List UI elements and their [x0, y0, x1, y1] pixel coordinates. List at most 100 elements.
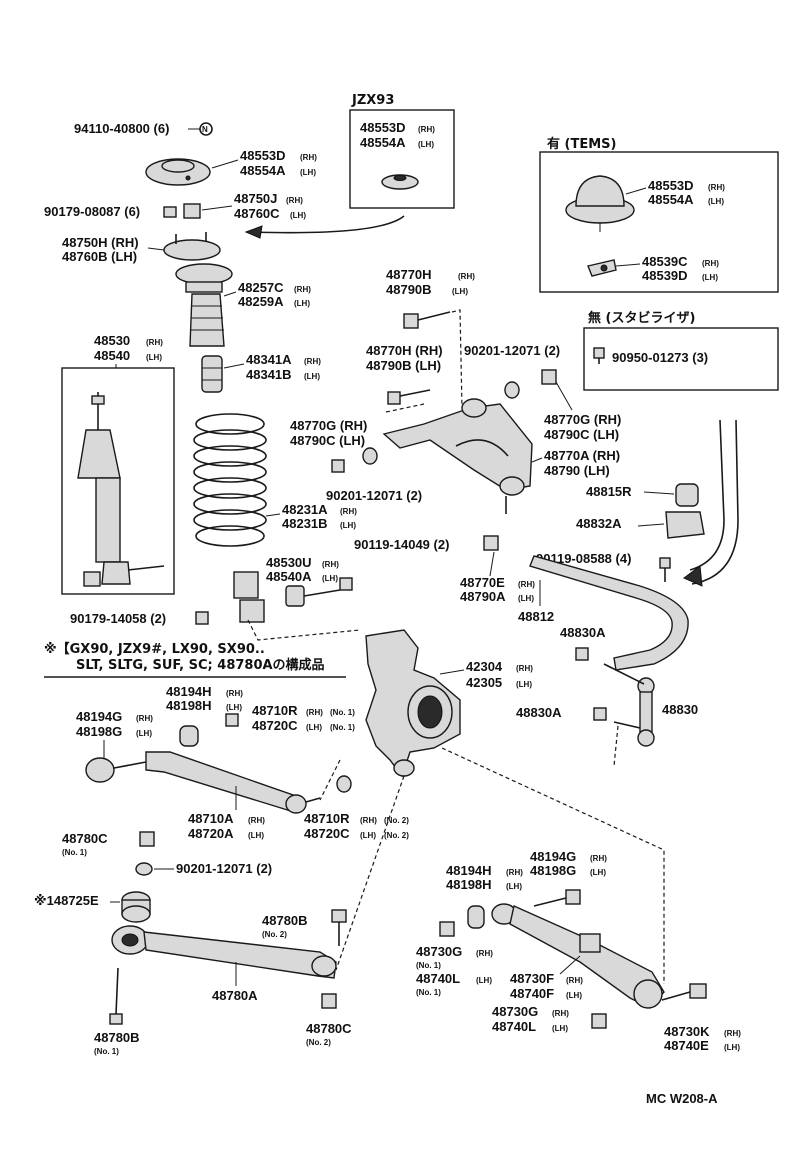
nut-48770G-a	[331, 459, 345, 473]
stabilizer-bushing	[675, 483, 699, 507]
label-90950-01273: 90950-01273 (3)	[612, 350, 708, 365]
label-48830A-b: 48830A	[516, 705, 562, 720]
tems-48539D-side: (LH)	[702, 273, 718, 282]
label-48725E: ※148725E	[34, 893, 99, 908]
label-48530-side: (RH)	[146, 338, 163, 347]
label-48780C-b-no: (No. 2)	[306, 1038, 331, 1047]
washer-90201-c	[135, 862, 153, 876]
label-48740L-a: 48740L	[416, 971, 460, 986]
label-42305: 42305	[466, 675, 502, 690]
upper-arm-bolt-1-dash	[451, 309, 463, 409]
label-48780B-b: 48780B	[94, 1030, 140, 1045]
label-48720C-a-no: (No. 1)	[330, 723, 355, 732]
svg-text:N: N	[202, 125, 208, 134]
tems-48554A-side: (LH)	[708, 197, 724, 206]
label-48750J-side: (RH)	[286, 196, 303, 205]
label-48730F-side: (RH)	[566, 976, 583, 985]
label-48257C-side: (RH)	[294, 285, 311, 294]
tems-48554A: 48554A	[648, 192, 694, 207]
nut-48830A-b	[593, 707, 607, 721]
label-48815R: 48815R	[586, 484, 632, 499]
tems-bracket	[587, 259, 617, 277]
bump-stopper	[201, 355, 223, 393]
label-48730G-b: 48730G	[492, 1004, 538, 1019]
label-48540-side: (LH)	[146, 353, 162, 362]
label-48770E: 48770E	[460, 575, 505, 590]
label-48198H-a-side: (LH)	[226, 703, 242, 712]
bolt-48780B-b	[109, 967, 123, 1025]
lower-arm-48780A	[111, 925, 337, 979]
label-48194G-a: 48194G	[76, 709, 122, 724]
label-48710R-b: 48710R	[304, 811, 350, 826]
label-48730G-a: 48730G	[416, 944, 462, 959]
coil-spring	[193, 413, 267, 547]
label-48740E: 48740E	[664, 1038, 709, 1053]
shock-absorber	[77, 392, 165, 587]
steering-knuckle	[365, 629, 461, 778]
label-48770H-b: 48770H (RH)	[366, 343, 443, 358]
label-48780B-a: 48780B	[262, 913, 308, 928]
label-48720C-b: 48720C	[304, 826, 350, 841]
label-48812: 48812	[518, 609, 554, 624]
bolt-48730K	[661, 983, 707, 1001]
label-48780B-b-no: (No. 1)	[94, 1047, 119, 1056]
label-48740L-b: 48740L	[492, 1019, 536, 1034]
nut-48730G-b	[591, 1013, 607, 1029]
tems-box	[539, 151, 779, 293]
label-48830: 48830	[662, 702, 698, 717]
label-48553D: 48553D	[240, 148, 286, 163]
label-48760B: 48760B (LH)	[62, 249, 137, 264]
lower-arm-48730F	[491, 903, 665, 1009]
diagram-code: MC W208-A	[646, 1091, 718, 1106]
nut-48770G-b	[541, 369, 557, 385]
label-48198G-b: 48198G	[530, 863, 576, 878]
strut-lower-bolt	[285, 577, 353, 607]
label-48750H: 48750H (RH)	[62, 235, 139, 250]
label-90179-08087: 90179-08087 (6)	[44, 204, 140, 219]
label-48231B: 48231B	[282, 516, 328, 531]
shock-absorber-box	[61, 367, 175, 595]
label-48198G-a: 48198G	[76, 724, 122, 739]
dust-boot	[189, 293, 225, 347]
tems-title: 有 (TEMS)	[547, 136, 616, 152]
label-48720A-side: (LH)	[248, 831, 264, 840]
label-48259A-side: (LH)	[294, 299, 310, 308]
label-42304: 42304	[466, 659, 503, 674]
label-48780C-a: 48780C	[62, 831, 108, 846]
label-48832A: 48832A	[576, 516, 622, 531]
bound-stopper-cap	[183, 203, 201, 219]
label-48231B-side: (LH)	[340, 521, 356, 530]
label-90119-14049: 90119-14049 (2)	[354, 537, 449, 552]
label-48780A: 48780A	[212, 988, 258, 1003]
label-48231A-side: (RH)	[340, 507, 357, 516]
label-48554A-side: (LH)	[300, 168, 316, 177]
no-stabilizer-bolt	[593, 347, 605, 364]
label-48540: 48540	[94, 348, 130, 363]
note-line-1: ※【GX90, JZX9#, LX90, SX90..	[44, 641, 265, 657]
label-48790A-side: (LH)	[518, 594, 534, 603]
label-48770G-b: 48770G (RH)	[544, 412, 621, 427]
label-48740F: 48740F	[510, 986, 554, 1001]
label-48530: 48530	[94, 333, 130, 348]
strut-rod	[85, 751, 321, 814]
label-48710R-a: 48710R	[252, 703, 298, 718]
strut-to-knuckle-dash	[247, 619, 361, 641]
label-42305-side: (LH)	[516, 680, 532, 689]
label-48770H-a: 48770H	[386, 267, 432, 282]
upper-arm-bolt-2	[387, 389, 431, 405]
label-48740L-a-side: (LH)	[476, 976, 492, 985]
label-48830A-a: 48830A	[560, 625, 606, 640]
label-48710R-b-side: (RH)	[360, 816, 377, 825]
arrow-jzx93-to-strut	[249, 215, 405, 234]
label-48730K-side: (RH)	[724, 1029, 741, 1038]
label-48730K: 48730K	[664, 1024, 710, 1039]
label-48720C-b-side: (LH)	[360, 831, 376, 840]
label-90201-12071-a: 90201-12071 (2)	[464, 343, 560, 358]
label-48780C-a-no: (No. 1)	[62, 848, 87, 857]
suspension-support	[145, 158, 211, 186]
label-48540A-side: (LH)	[322, 574, 338, 583]
nut-90179-14058	[195, 611, 209, 625]
label-48720C-b-no: (No. 2)	[384, 831, 409, 840]
label-48530U: 48530U	[266, 555, 312, 570]
washer-90201-a	[504, 381, 520, 399]
